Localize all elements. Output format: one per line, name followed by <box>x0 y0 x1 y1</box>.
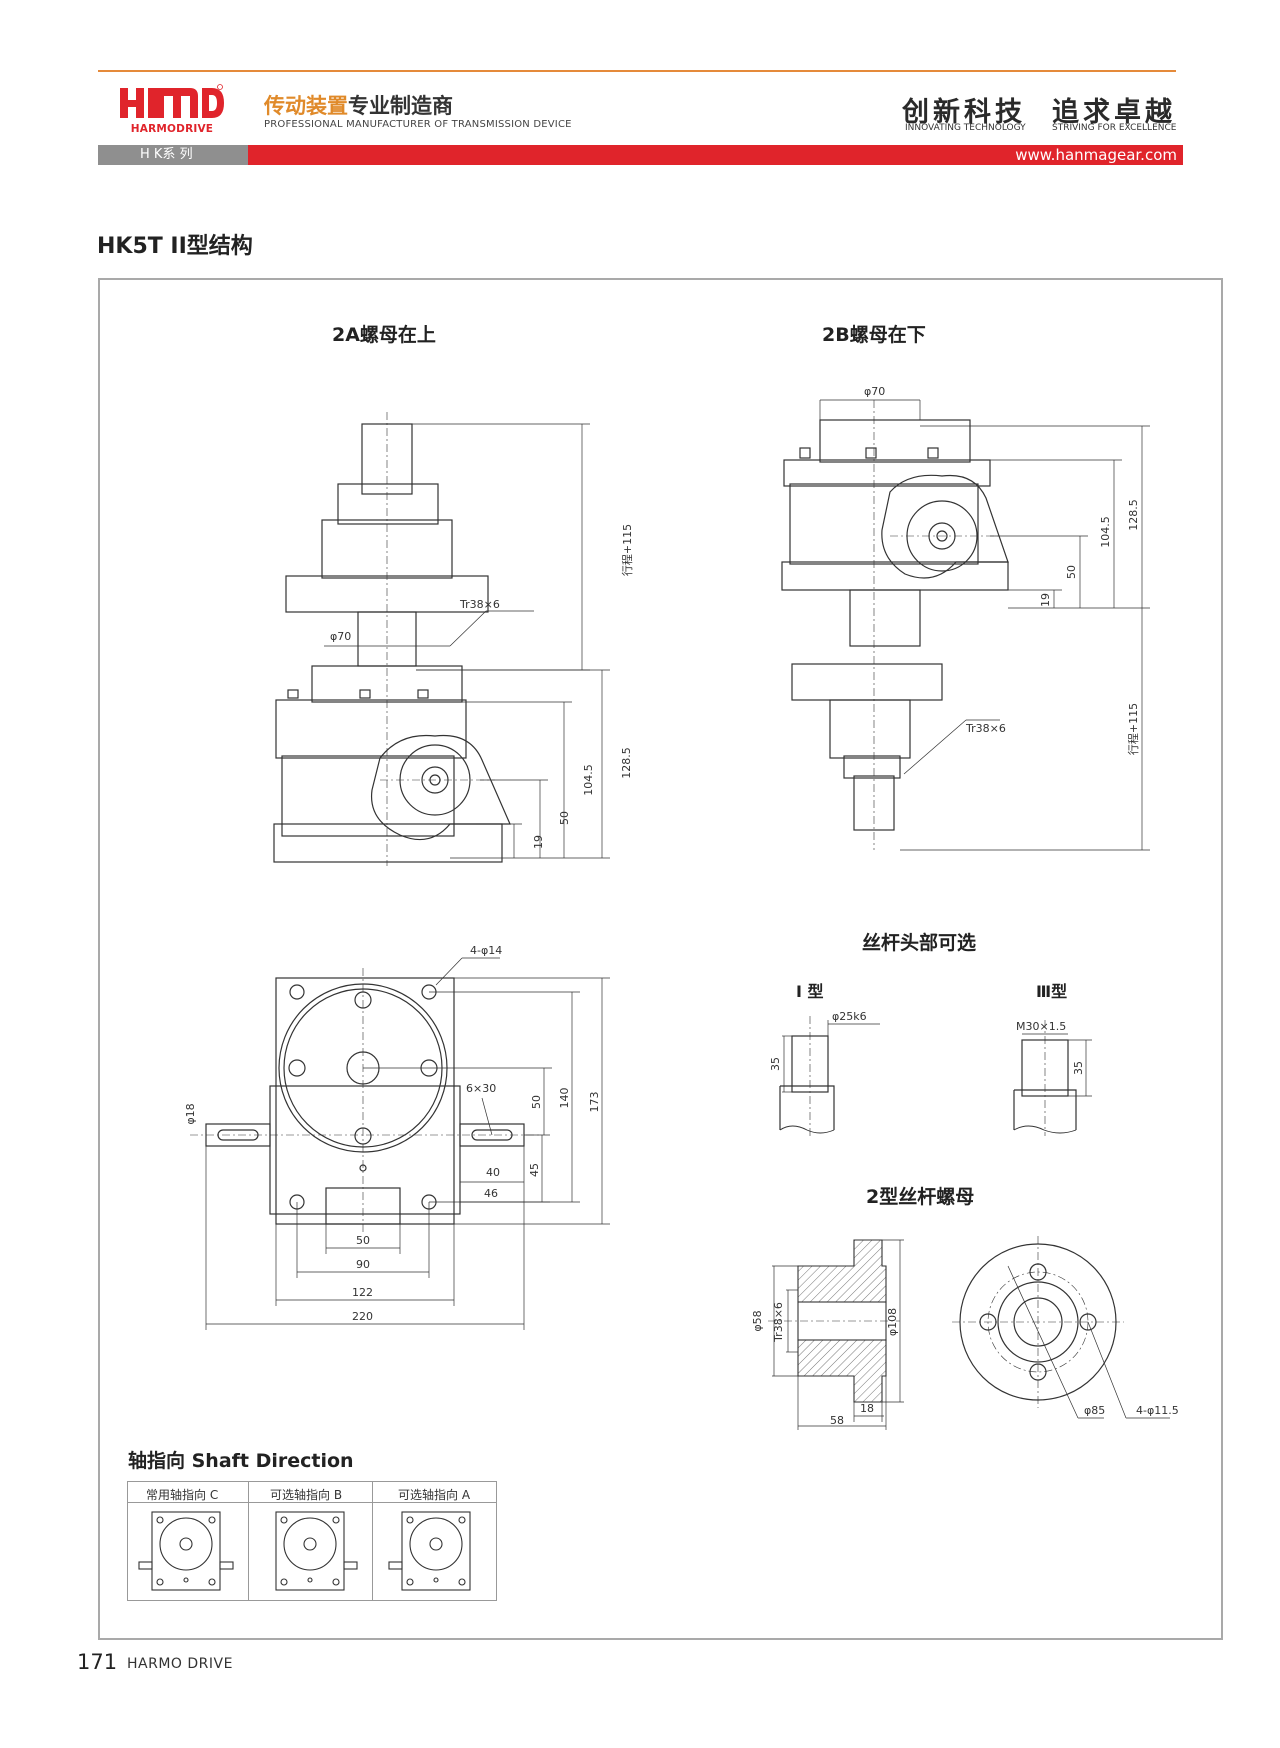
dim-top-220: 220 <box>352 1310 373 1323</box>
logo-subtext: HARMODRIVE <box>131 123 213 135</box>
cover-2b <box>819 419 971 463</box>
dim-top-50h: 50 <box>356 1234 370 1247</box>
header-red-bar <box>248 145 1183 165</box>
dim-type1-dia: φ25k6 <box>832 1010 867 1023</box>
housing-body-2b <box>789 483 979 565</box>
page-number: 171 <box>77 1650 118 1674</box>
dim-nut-58: φ58 <box>751 1310 764 1331</box>
shaft-dir-a-label: 可选轴指向 A <box>398 1488 471 1502</box>
footer-brand: HARMO DRIVE <box>127 1656 233 1672</box>
housing-body <box>281 755 455 837</box>
drawing-type-1: φ25k6 35 <box>769 1010 880 1136</box>
dim-top-shaft: φ18 <box>184 1103 197 1124</box>
drawing-frame <box>98 278 1223 1640</box>
dim-nut-85: φ85 <box>1084 1404 1105 1417</box>
slogan-innovation-en: INNOVATING TECHNOLOGY <box>905 123 1026 133</box>
website-link[interactable]: www.hanmagear.com <box>1015 146 1177 164</box>
dim-2b-dia: φ70 <box>864 385 885 398</box>
dim-2b-thread: Tr38×6 <box>965 722 1006 735</box>
series-label: H K系 列 <box>98 145 248 165</box>
housing-top-2b <box>783 459 991 487</box>
table-divider <box>372 1481 373 1601</box>
drawing-top-view: 4-φ14 φ18 6×30 50 140 173 40 45 46 50 90… <box>184 944 610 1330</box>
shaft-dir-a-icon <box>388 1511 471 1591</box>
heading-2a: 2A螺母在上 <box>332 324 436 346</box>
dim-2a-50: 50 <box>558 811 571 825</box>
heading-type-3: Ⅲ型 <box>1036 982 1068 1001</box>
dim-top-140: 140 <box>558 1088 571 1109</box>
dim-top-key: 6×30 <box>466 1082 496 1095</box>
dim-2b-50: 50 <box>1065 565 1078 579</box>
page-title: HK5T II型结构 <box>97 234 253 259</box>
dim-2b-19: 19 <box>1039 593 1052 607</box>
table-divider <box>248 1481 249 1601</box>
header-accent-line <box>98 70 1176 72</box>
dim-type3-thread: M30×1.5 <box>1016 1020 1066 1033</box>
dim-nut-108: φ108 <box>886 1308 899 1336</box>
heading-head-options: 丝杆头部可选 <box>862 932 977 954</box>
drawing-2b: φ70 128.5 104.5 50 19 Tr38×6 行程+115 <box>781 385 1150 851</box>
nut-body <box>337 483 439 525</box>
heading-2b: 2B螺母在下 <box>822 324 926 346</box>
harmodrive-logo: HARMODRIVE <box>120 84 224 135</box>
dim-nut-18: 18 <box>860 1402 874 1415</box>
slogan-innovation: 创新科技 <box>902 97 1026 128</box>
brand-tagline-highlight: 传动装置 <box>264 94 348 118</box>
slogan-excellence: 追求卓越 <box>1052 97 1176 128</box>
dim-top-46: 46 <box>484 1187 498 1200</box>
nut-flange-2b <box>791 663 943 701</box>
nut-lower-2b <box>829 699 911 759</box>
dim-2a-thread: Tr38×6 <box>459 598 500 611</box>
shaft-dir-b-label: 可选轴指向 B <box>270 1488 343 1502</box>
dim-type1-len: 35 <box>769 1057 782 1071</box>
housing-top <box>275 699 467 759</box>
dim-2a-19: 19 <box>532 835 545 849</box>
dim-2a-104: 104.5 <box>582 764 595 796</box>
shaft-direction-table <box>127 1481 497 1601</box>
brand-tagline-cn: 传动装置专业制造商 <box>264 90 453 120</box>
dim-top-90: 90 <box>356 1258 370 1271</box>
dim-2b-104: 104.5 <box>1099 516 1112 548</box>
dim-2b-stroke: 行程+115 <box>1127 703 1140 755</box>
dim-2b-128: 128.5 <box>1127 499 1140 531</box>
shaft-direction-title: 轴指向 Shaft Direction <box>128 1450 354 1472</box>
dim-top-holes: 4-φ14 <box>470 944 502 957</box>
slogan-excellence-en: STRIVING FOR EXCELLENCE <box>1052 123 1177 133</box>
brand-tagline-en: PROFESSIONAL MANUFACTURER OF TRANSMISSIO… <box>264 119 572 130</box>
heading-nut: 2型丝杆螺母 <box>866 1186 975 1208</box>
dim-2a-128: 128.5 <box>620 747 633 779</box>
drawing-2a: φ70 Tr38×6 行程+115 128.5 104.5 50 19 <box>273 412 634 866</box>
dim-top-45: 45 <box>528 1163 541 1177</box>
dim-nut-thread: Tr38×6 <box>772 1302 785 1343</box>
worm-housing-2b <box>881 474 1009 579</box>
drawing-nut-face: φ85 4-φ11.5 <box>952 1236 1179 1419</box>
dim-nut-holes: 4-φ11.5 <box>1136 1404 1179 1417</box>
dim-2a-stroke: 行程+115 <box>621 524 634 576</box>
dim-2a-dia: φ70 <box>330 630 351 643</box>
drawing-nut-section: φ58 Tr38×6 φ108 18 58 <box>751 1239 904 1430</box>
drawing-type-3: M30×1.5 35 <box>1013 1020 1092 1136</box>
nut-end-2b <box>843 755 901 779</box>
gear-housing <box>269 1085 461 1215</box>
heading-type-1: I 型 <box>796 982 824 1001</box>
dim-top-122: 122 <box>352 1286 373 1299</box>
shaft-dir-b-icon <box>275 1511 358 1591</box>
base-plate <box>275 977 455 1225</box>
shaft-dir-c-icon <box>138 1511 234 1591</box>
dim-top-40: 40 <box>486 1166 500 1179</box>
screw-upper-2b <box>849 589 921 647</box>
shaft-dir-c-label: 常用轴指向 C <box>146 1488 219 1502</box>
dim-type3-len: 35 <box>1072 1061 1085 1075</box>
dim-nut-58h: 58 <box>830 1414 844 1427</box>
dim-top-50v: 50 <box>530 1095 543 1109</box>
dim-top-173: 173 <box>588 1092 601 1113</box>
table-header-line <box>127 1502 497 1503</box>
brand-tagline-rest: 专业制造商 <box>348 94 453 118</box>
housing-base <box>273 823 503 863</box>
